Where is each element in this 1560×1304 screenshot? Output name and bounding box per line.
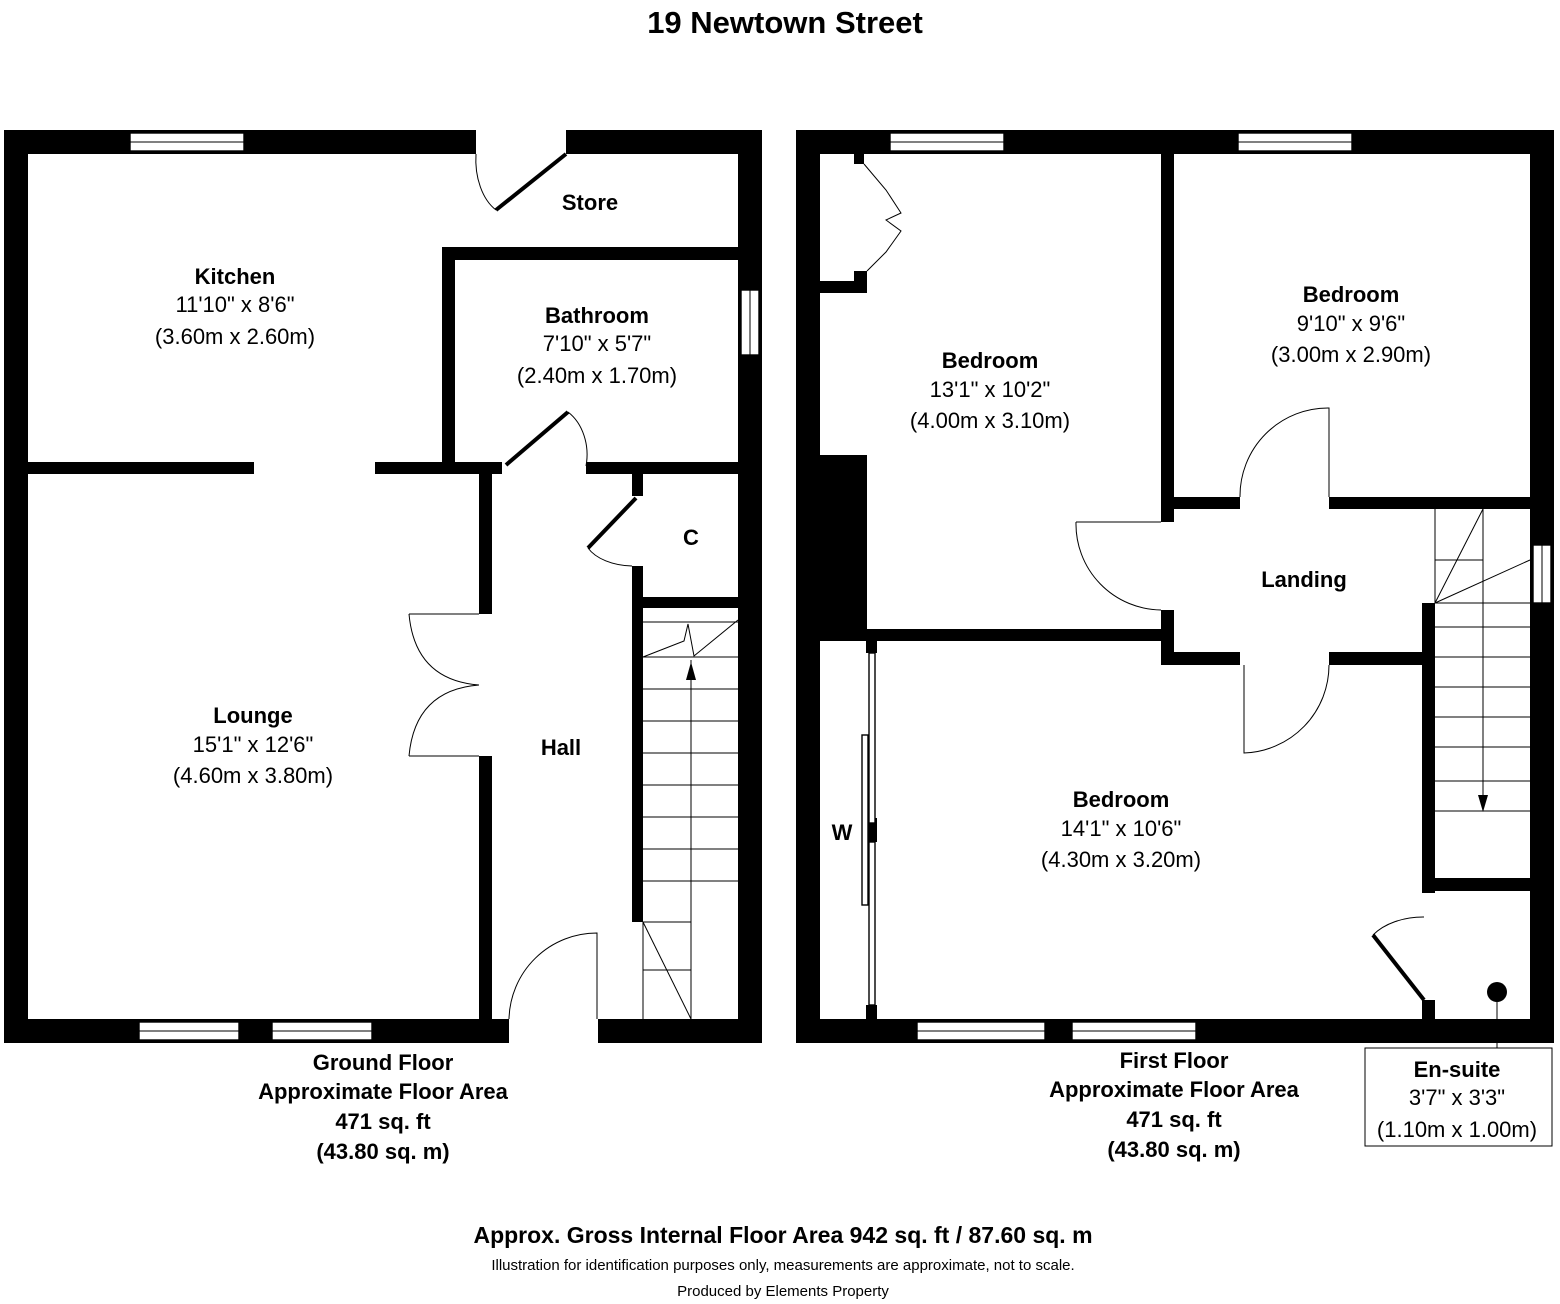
svg-text:Bedroom: Bedroom [1073,787,1170,812]
room-lounge: Lounge 15'1" x 12'6" (4.60m x 3.80m) [173,703,333,788]
svg-text:15'1" x 12'6": 15'1" x 12'6" [193,732,314,757]
ground-floor-caption: Ground Floor Approximate Floor Area 471 … [258,1050,509,1164]
room-bedroom-front-right: Bedroom 9'10" x 9'6" (3.00m x 2.90m) [1271,282,1431,367]
svg-text:Approximate Floor Area: Approximate Floor Area [258,1079,509,1104]
svg-text:Ground Floor: Ground Floor [313,1050,454,1075]
svg-text:Bedroom: Bedroom [1303,282,1400,307]
room-ensuite: En-suite 3'7" x 3'3" (1.10m x 1.00m) [1377,1057,1537,1142]
room-bedroom-front-left: Bedroom 13'1" x 10'2" (4.00m x 3.10m) [910,348,1070,433]
svg-text:Bedroom: Bedroom [942,348,1039,373]
svg-text:(4.00m x 3.10m): (4.00m x 3.10m) [910,408,1070,433]
svg-text:Bathroom: Bathroom [545,303,649,328]
svg-text:9'10" x 9'6": 9'10" x 9'6" [1297,311,1405,336]
produced-by-text: Produced by Elements Property [677,1283,889,1300]
room-bedroom-rear: Bedroom 14'1" x 10'6" (4.30m x 3.20m) [1041,787,1201,872]
svg-text:3'7" x 3'3": 3'7" x 3'3" [1409,1085,1505,1110]
ground-floor-plan: Kitchen 11'10" x 8'6" (3.60m x 2.60m) St… [4,130,762,1164]
svg-text:Lounge: Lounge [213,703,292,728]
gross-area-text: Approx. Gross Internal Floor Area 942 sq… [473,1222,1092,1248]
svg-text:(4.60m x 3.80m): (4.60m x 3.80m) [173,763,333,788]
svg-text:(3.00m x 2.90m): (3.00m x 2.90m) [1271,342,1431,367]
svg-text:(43.80 sq. m): (43.80 sq. m) [316,1139,449,1164]
svg-text:471 sq. ft: 471 sq. ft [335,1109,431,1134]
svg-text:First Floor: First Floor [1120,1048,1229,1073]
svg-text:7'10" x 5'7": 7'10" x 5'7" [543,331,651,356]
svg-text:471 sq. ft: 471 sq. ft [1126,1107,1222,1132]
ensuite-fixture [1487,982,1507,1002]
svg-text:Kitchen: Kitchen [195,264,276,289]
svg-text:14'1" x 10'6": 14'1" x 10'6" [1061,816,1182,841]
first-floor-stairs [1434,508,1531,812]
svg-text:(2.40m x 1.70m): (2.40m x 1.70m) [517,363,677,388]
svg-text:11'10" x 8'6": 11'10" x 8'6" [175,292,294,317]
svg-text:13'1" x 10'2": 13'1" x 10'2" [930,377,1051,402]
room-kitchen: Kitchen 11'10" x 8'6" (3.60m x 2.60m) [155,264,315,349]
room-store: Store [562,190,618,215]
first-floor-caption: First Floor Approximate Floor Area 471 s… [1049,1048,1300,1162]
svg-text:En-suite: En-suite [1414,1057,1501,1082]
svg-text:Approximate Floor Area: Approximate Floor Area [1049,1077,1300,1102]
svg-text:(4.30m x 3.20m): (4.30m x 3.20m) [1041,847,1201,872]
room-landing: Landing [1261,567,1347,592]
ground-floor-stairs [642,619,739,1020]
ensuite-label-box [1364,1047,1553,1147]
room-hall: Hall [541,735,581,760]
plan-title: 19 Newtown Street [647,5,923,40]
disclaimer-text: Illustration for identification purposes… [491,1257,1074,1274]
footer: Approx. Gross Internal Floor Area 942 sq… [473,1222,1092,1300]
svg-text:(1.10m x 1.00m): (1.10m x 1.00m) [1377,1117,1537,1142]
svg-text:(3.60m x 2.60m): (3.60m x 2.60m) [155,324,315,349]
room-wardrobe: W [832,820,853,845]
first-floor-plan: Bedroom 13'1" x 10'2" (4.00m x 3.10m) Be… [796,130,1554,1162]
svg-text:(43.80 sq. m): (43.80 sq. m) [1107,1137,1240,1162]
room-cupboard: C [683,525,699,550]
room-bathroom: Bathroom 7'10" x 5'7" (2.40m x 1.70m) [517,303,677,388]
